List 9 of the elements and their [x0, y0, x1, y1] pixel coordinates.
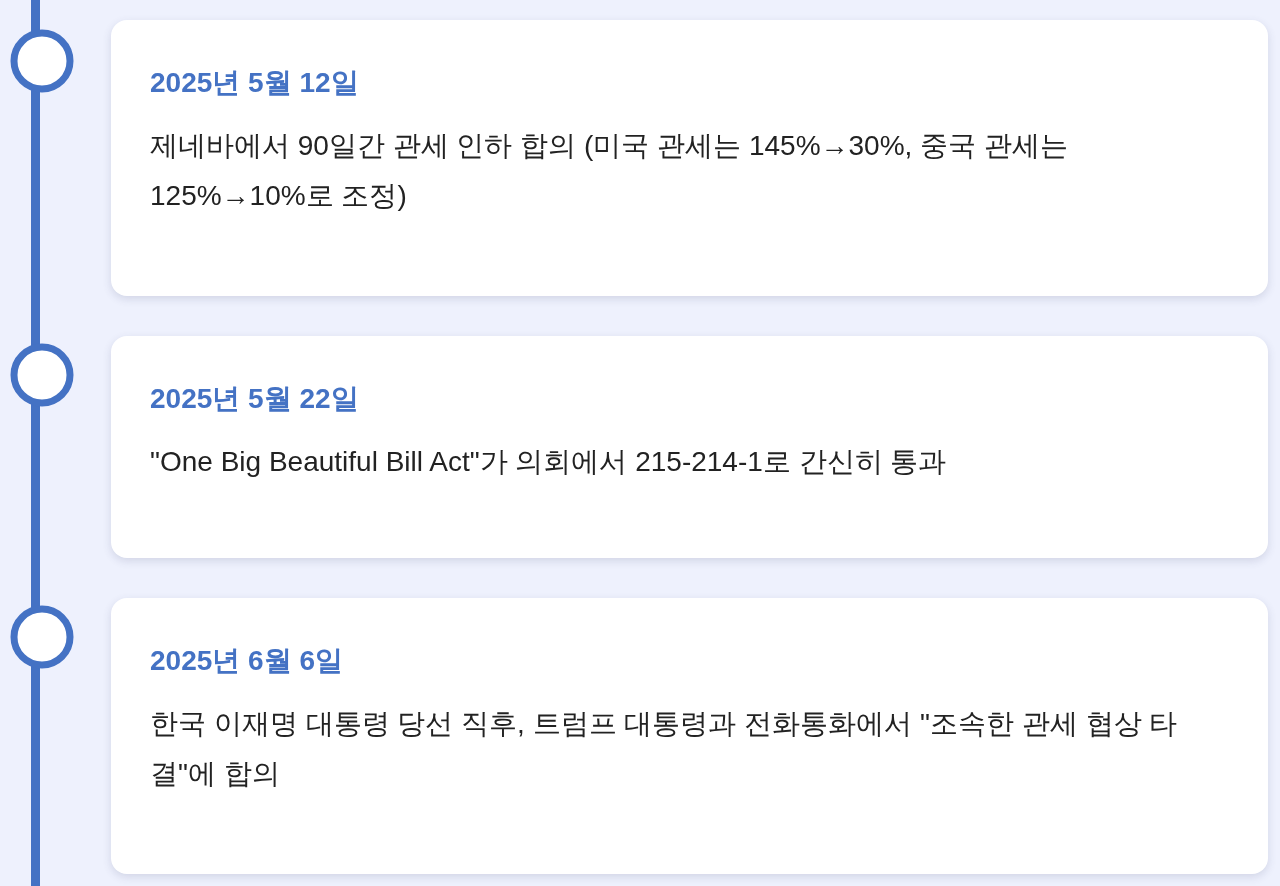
date-heading: 2025년 6월 6일 [150, 644, 343, 678]
event-card [111, 20, 1268, 296]
date-heading: 2025년 5월 22일 [150, 382, 359, 416]
event-description: "One Big Beautiful Bill Act"가 의회에서 215-214-1로 간신히 통과 [150, 445, 948, 479]
event-card [111, 598, 1268, 874]
event-card [111, 336, 1268, 558]
event-description: 제네바에서 90일간 관세 인하 합의 (미국 관세는 145%→30%, 중국 관세는 125%→10%로 조정) [150, 129, 1069, 213]
date-heading: 2025년 5월 12일 [150, 66, 359, 100]
event-description: 한국 이재명 대통령 당선 직후, 트럼프 대통령과 전화통화에서 "조속한 관세 협상 타결"에 합의 [150, 707, 1179, 791]
